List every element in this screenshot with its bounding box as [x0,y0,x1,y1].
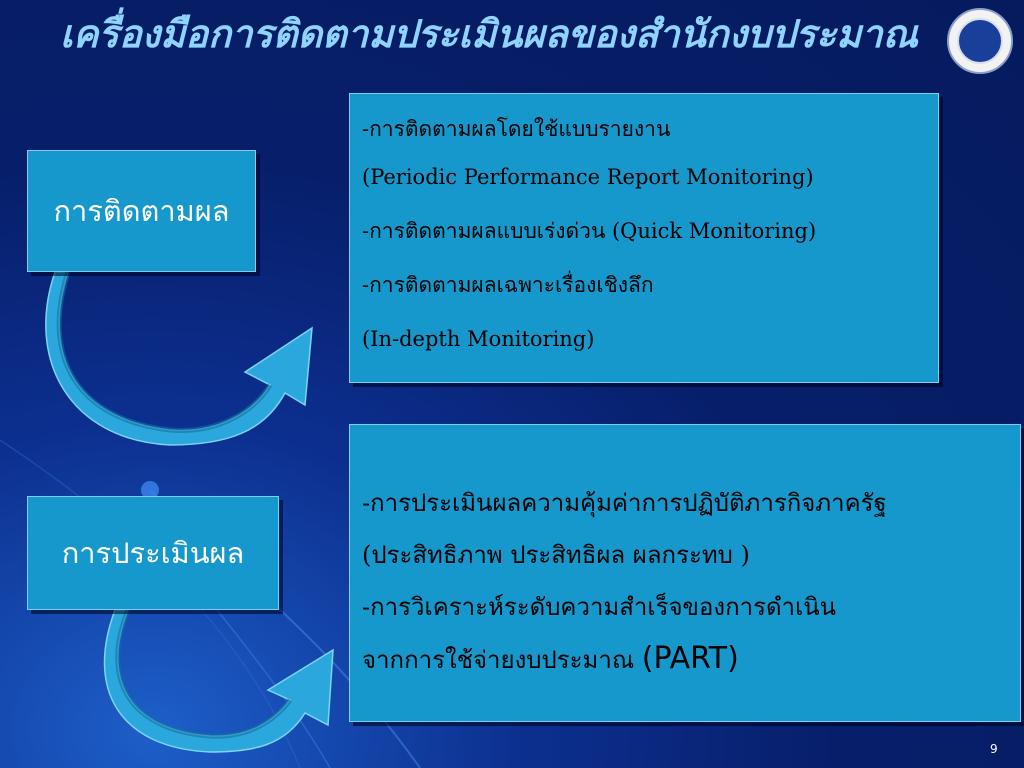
slide-title: เครื่องมือการติดตามประเมินผลของสำนักงบปร… [60,11,918,56]
page-number: 9 [990,742,998,756]
agency-seal-logo [947,8,1013,74]
monitoring-item: (Periodic Performance Report Monitoring) [362,165,814,189]
evaluation-item: -การประเมินผลความคุ้มค่าการปฏิบัติภารกิจ… [362,489,887,517]
monitoring-item: (In-depth Monitoring) [362,327,595,351]
evaluation-item: -การวิเคราะห์ระดับความสำเร็จของการดำเนิน [362,593,837,621]
evaluation-item: จากการใช้จ่ายงบประมาณ [362,646,635,674]
evaluation-item-part-line: จากการใช้จ่ายงบประมาณ (PART) [362,633,1020,685]
evaluation-label-box: การประเมินผล [27,496,279,610]
seal-emblem-icon [957,18,1003,64]
evaluation-item: (ประสิทธิภาพ ประสิทธิผล ผลกระทบ ) [362,541,750,569]
monitoring-item: -การติดตามผลโดยใช้แบบรายงาน [362,117,671,141]
monitoring-item: -การติดตามผลแบบเร่งด่วน (Quick Monitorin… [362,219,817,243]
monitoring-item: -การติดตามผลเฉพาะเรื่องเชิงลึก [362,273,654,297]
evaluation-label: การประเมินผล [61,536,245,570]
evaluation-tools-box: -การประเมินผลความคุ้มค่าการปฏิบัติภารกิจ… [349,424,1021,722]
monitoring-tools-box: -การติดตามผลโดยใช้แบบรายงาน (Periodic Pe… [349,93,939,383]
monitoring-label: การติดตามผล [53,194,230,228]
monitoring-label-box: การติดตามผล [27,150,256,272]
part-label: (PART) [641,641,739,676]
